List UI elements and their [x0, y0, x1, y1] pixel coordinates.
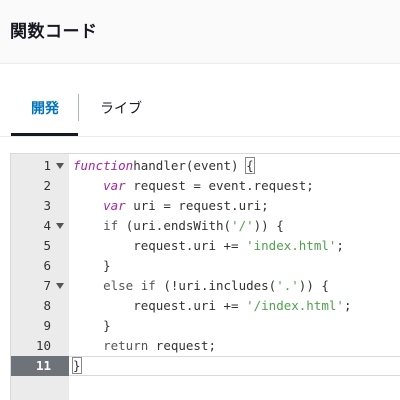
code-token: return — [103, 338, 149, 353]
line-number-cell: 6 — [11, 256, 69, 276]
line-number-cell: 10 — [11, 336, 69, 356]
tab-bar: 開発 ライブ — [0, 64, 400, 137]
code-token: } — [72, 357, 82, 374]
code-token: var — [103, 198, 126, 213]
line-number-cell: 5 — [11, 236, 69, 256]
code-text: } — [72, 356, 82, 376]
page-title: 関数コード — [10, 22, 98, 42]
code-token: } — [73, 318, 111, 333]
code-token: (uri.endsWith( — [118, 218, 232, 233]
code-token: request.uri += — [73, 238, 247, 253]
line-number-cell: 8 — [11, 296, 69, 316]
code-token: function — [73, 158, 134, 173]
code-line[interactable]: 8 request.uri += '/index.html'; — [11, 296, 400, 316]
code-token: '/index.html' — [246, 298, 344, 313]
code-token: if — [103, 218, 119, 233]
line-number-cell: 2 — [11, 176, 69, 196]
code-line[interactable]: 6 } — [11, 256, 400, 276]
text-caret — [80, 358, 82, 373]
code-token: ; — [336, 238, 344, 253]
line-number-cell: 11 — [11, 356, 69, 376]
fold-arrow-icon[interactable] — [56, 223, 64, 229]
code-line[interactable]: 9 } — [11, 316, 400, 336]
code-line[interactable]: 11} — [11, 356, 400, 376]
code-token: var — [103, 178, 126, 193]
code-line[interactable]: 7 else if (!uri.includes('.')) { — [11, 276, 400, 296]
code-line[interactable]: 10 return request; — [11, 336, 400, 356]
line-number: 2 — [43, 178, 51, 193]
code-token: handler(event) — [133, 158, 247, 173]
code-token: '.' — [276, 278, 299, 293]
code-token: )) { — [298, 278, 329, 293]
code-line[interactable]: 4 if (uri.endsWith('/')) { — [11, 216, 400, 236]
code-text: request.uri += 'index.html'; — [73, 236, 344, 256]
code-text: request.uri += '/index.html'; — [73, 296, 351, 316]
tab-development[interactable]: 開発 — [31, 101, 59, 117]
code-text: var request = event.request; — [73, 176, 314, 196]
line-number-cell: 3 — [11, 196, 69, 216]
line-number: 11 — [35, 358, 51, 373]
line-number-cell: 7 — [11, 276, 69, 296]
code-token: else if — [103, 278, 156, 293]
fold-arrow-icon[interactable] — [56, 283, 64, 289]
code-line[interactable]: 3 var uri = request.uri; — [11, 196, 400, 216]
code-line[interactable]: 1 functionhandler(event) { — [11, 156, 400, 176]
code-token: request = event.request; — [125, 178, 314, 193]
line-number: 1 — [43, 158, 51, 173]
line-number: 5 — [43, 238, 51, 253]
code-token — [73, 278, 103, 293]
code-token: } — [73, 258, 111, 273]
code-token: request.uri += — [73, 298, 247, 313]
code-line[interactable]: 5 request.uri += 'index.html'; — [11, 236, 400, 256]
code-token: { — [245, 157, 255, 174]
tab-divider — [78, 94, 79, 121]
code-token: )) { — [253, 218, 284, 233]
active-tab-indicator — [11, 133, 78, 136]
code-token — [73, 178, 103, 193]
line-number: 9 — [43, 318, 51, 333]
code-text: if (uri.endsWith('/')) { — [73, 216, 284, 236]
code-token: '/' — [231, 218, 254, 233]
line-number-cell: 1 — [11, 156, 69, 176]
fold-arrow-icon[interactable] — [56, 163, 64, 169]
code-token — [73, 218, 103, 233]
code-token — [73, 198, 103, 213]
code-text: var uri = request.uri; — [73, 196, 269, 216]
code-line[interactable]: 2 var request = event.request; — [11, 176, 400, 196]
code-token: ; — [343, 298, 352, 313]
code-token — [73, 338, 103, 353]
code-token: (!uri.includes( — [155, 278, 277, 293]
tab-bar-border — [0, 136, 400, 137]
code-text: functionhandler(event) { — [73, 156, 255, 176]
line-number: 7 — [43, 278, 51, 293]
code-text: return request; — [73, 336, 216, 356]
code-text: } — [73, 316, 111, 336]
line-number-cell: 9 — [11, 316, 69, 336]
line-number: 3 — [43, 198, 51, 213]
line-number: 10 — [35, 338, 51, 353]
tab-live[interactable]: ライブ — [100, 101, 142, 117]
code-token: 'index.html' — [246, 238, 337, 253]
line-number: 4 — [43, 218, 51, 233]
code-text: } — [73, 256, 111, 276]
line-number-cell: 4 — [11, 216, 69, 236]
line-number: 6 — [43, 258, 51, 273]
code-token: request; — [148, 338, 216, 353]
line-number: 8 — [43, 298, 51, 313]
page-header: 関数コード — [0, 0, 400, 64]
code-text: else if (!uri.includes('.')) { — [73, 276, 329, 296]
code-token: uri = request.uri; — [125, 198, 269, 213]
